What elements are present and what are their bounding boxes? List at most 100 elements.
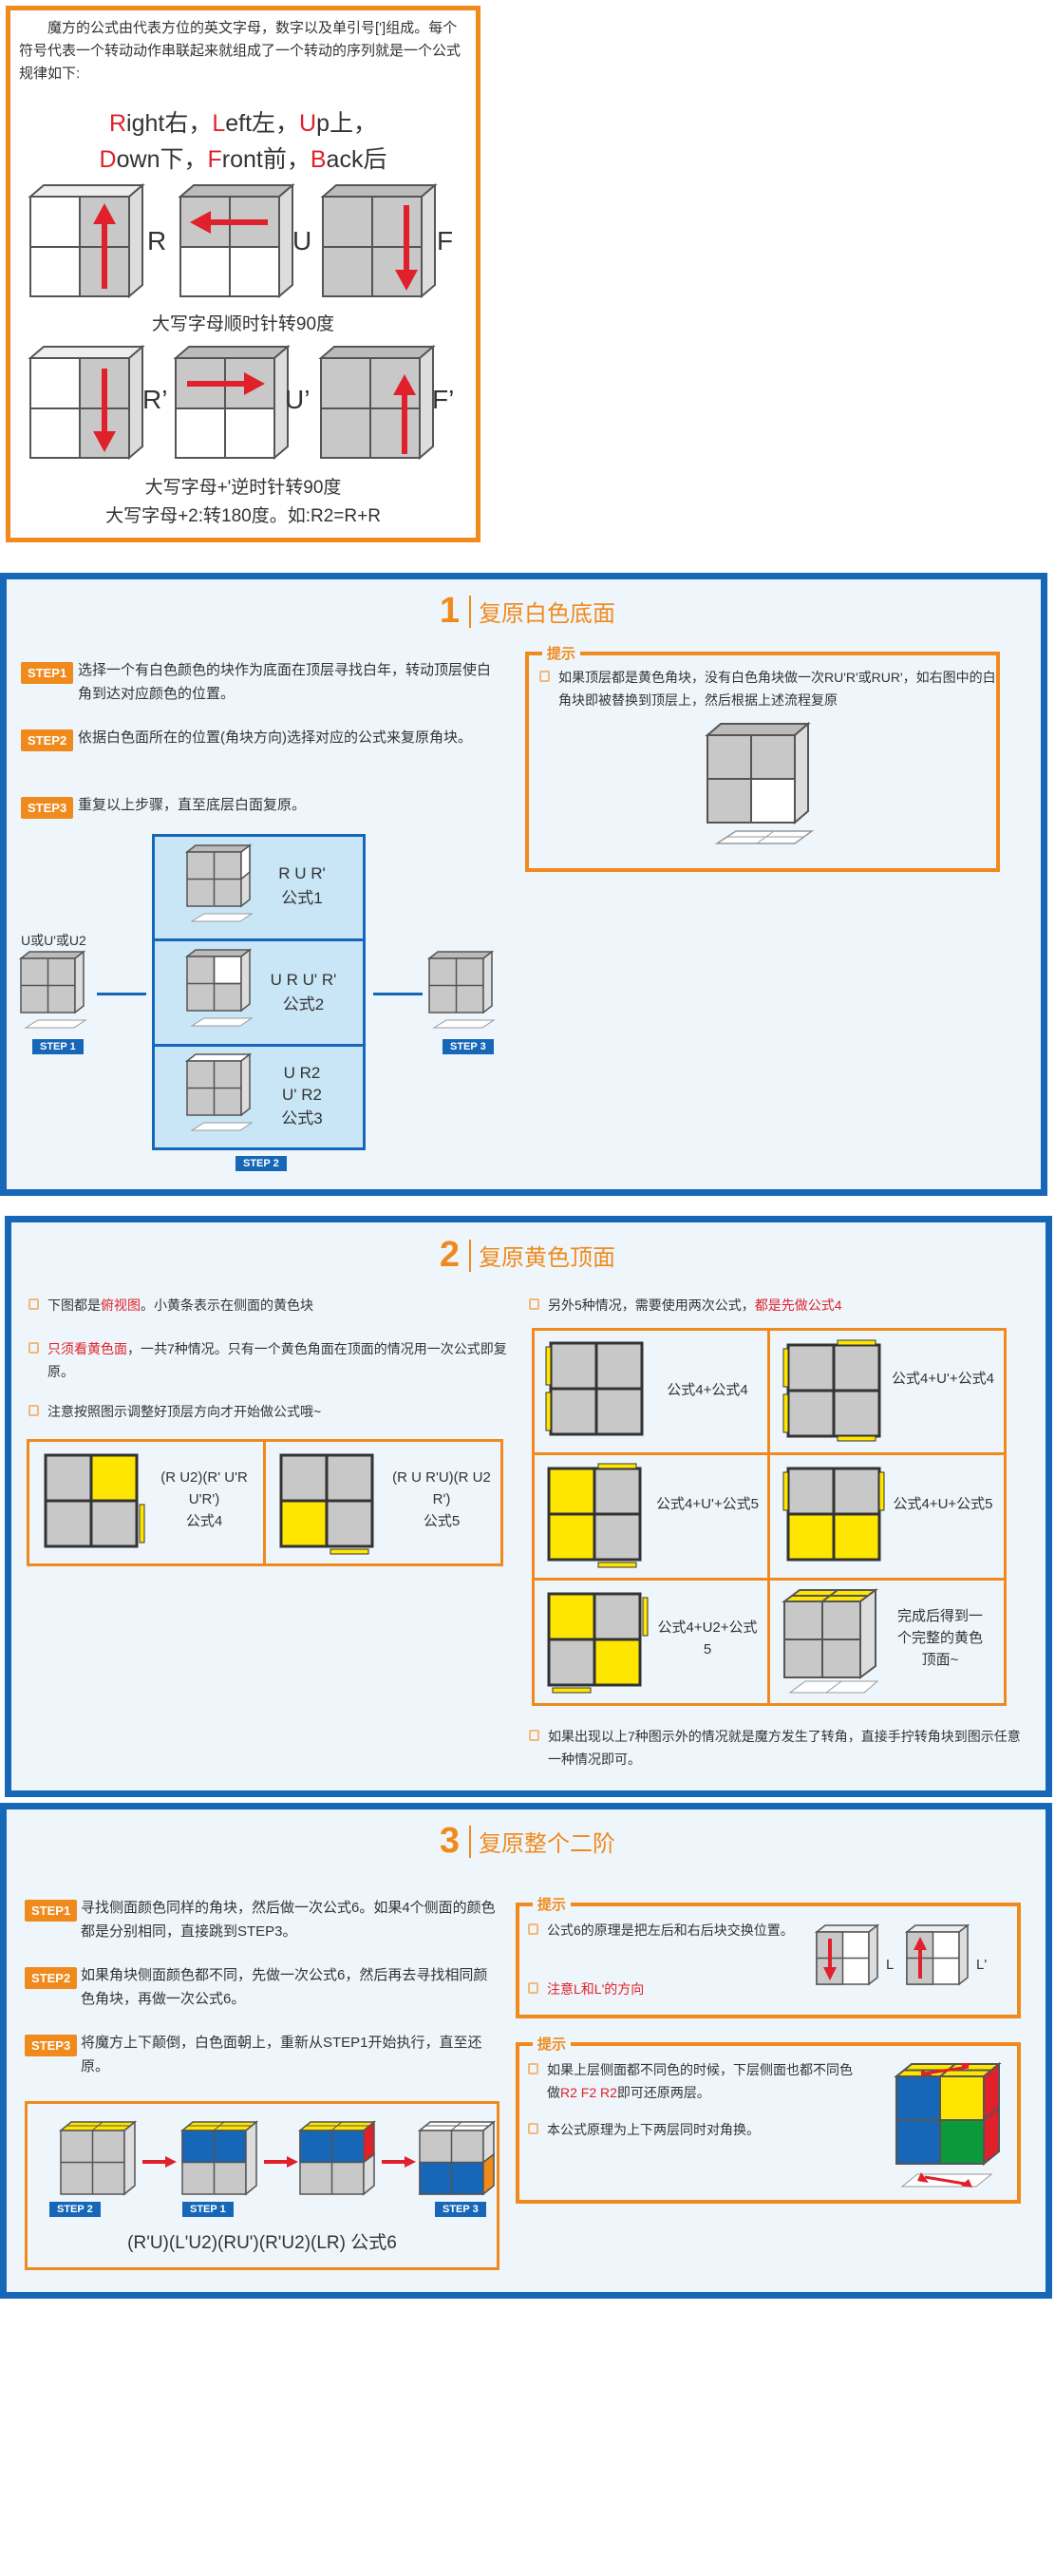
section2-left-case-divider xyxy=(263,1439,266,1566)
formula2-name: 公式2 xyxy=(282,995,325,1013)
sequence-cube-4 xyxy=(417,2120,497,2196)
case-4-u-5b-text: 公式4+U+公式5 xyxy=(893,1496,993,1512)
formula6-sequence-box xyxy=(25,2101,499,2270)
section3-tip1-note: 注意L和L'的方向 xyxy=(526,1978,813,2000)
section1-step2-text: 依据白色面所在的位置(角块方向)选择对应的公式来复原角块。 xyxy=(78,729,472,746)
sequence-tag-3: STEP 3 xyxy=(435,2202,486,2217)
cube-f-move xyxy=(320,182,438,299)
tip-label: 提示 xyxy=(533,1894,572,1914)
notation-line-1: Right右，Left左，Up上， xyxy=(108,110,378,137)
formula2-moves: U R U' R' xyxy=(270,971,337,989)
flow-left-caption: U或U'或U2 xyxy=(21,933,86,948)
cube-step1-icon xyxy=(18,950,87,1029)
label-u: U xyxy=(292,226,312,256)
sequence-cube-2 xyxy=(179,2120,259,2196)
top-view-case-4-u2-5 xyxy=(547,1592,649,1694)
top-view-case-4-u5b xyxy=(782,1467,885,1562)
cube-formula2-icon xyxy=(184,948,254,1027)
section2-footer-note: 如果出现以上7种图示外的情况就是魔方发生了转角，直接手拧转角块到图示任意一种情况… xyxy=(527,1725,1032,1771)
case-solved-text: 完成后得到一个完整的黄色顶面~ xyxy=(896,1608,983,1668)
section3-step3-text: 将魔方上下颠倒，白色面朝上，重新从STEP1开始执行，直至还原。 xyxy=(81,2035,482,2074)
right-grid-hdivider-2 xyxy=(532,1578,1007,1581)
cube-r-prime-move xyxy=(28,344,145,461)
section2-right-intro: 另外5种情况，需要使用两次公式，都是先做公式4 xyxy=(527,1294,1042,1316)
section3-tip2-box: 提示 xyxy=(516,2034,1021,2204)
label-u-prime: U’ xyxy=(285,385,311,414)
section-3-panel xyxy=(0,1803,1052,2299)
arrow-right-icon xyxy=(264,2156,298,2168)
sequence-cube-3 xyxy=(297,2120,377,2196)
flow-step1-tag: STEP 1 xyxy=(32,1039,84,1054)
formula3-moves: U R2 U' R2 xyxy=(282,1064,322,1104)
case-formula4-text: (R U2)(R' U'R U'R') 公式4 xyxy=(160,1469,248,1529)
cube-u-move xyxy=(178,182,295,299)
row1-caption: 大写字母顺时针转90度 xyxy=(151,314,335,334)
sequence-tag-2: STEP 1 xyxy=(182,2202,234,2217)
formula1-moves: R U R' xyxy=(278,864,326,882)
label-l: L xyxy=(886,1957,895,1973)
cube-l-prime-move-icon xyxy=(904,1923,970,1986)
case-4-u-4-text: 公式4+U'+公式4 xyxy=(892,1371,994,1387)
top-view-case-formula4 xyxy=(44,1453,145,1548)
cube-formula1-icon xyxy=(184,843,254,922)
cube-r-move xyxy=(28,182,145,299)
top-view-case-4-u-5 xyxy=(547,1463,642,1568)
cube-formula3-icon xyxy=(184,1052,254,1131)
sequence-tag-1: STEP 2 xyxy=(49,2202,101,2217)
section2-bullet-3: 注意按照图示调整好顶层方向才开始做公式哦~ xyxy=(27,1400,522,1423)
right-grid-hdivider-1 xyxy=(532,1452,1007,1455)
section3-step3-badge: STEP3 xyxy=(25,2035,78,2056)
label-r: R xyxy=(147,226,167,256)
colored-cube-diagonal-swap-icon xyxy=(894,2061,1002,2188)
arrow-right-icon xyxy=(382,2156,416,2168)
notation-intro-text: 魔方的公式由代表方位的英文字母，数字以及单引号[']组成。每个符号代表一个转动动… xyxy=(19,20,462,82)
label-f: F xyxy=(437,226,454,256)
top-view-case-4-4 xyxy=(545,1341,644,1436)
section2-bullet-2: 只须看黄色面，一共7种情况。只有一个黄色角面在顶面的情况用一次公式即复原。 xyxy=(27,1337,522,1383)
row2-caption-1: 大写字母+'逆时针转90度 xyxy=(144,478,342,498)
top-view-case-formula5 xyxy=(279,1453,374,1555)
section3-step1-badge: STEP1 xyxy=(25,1900,78,1922)
formula1-name: 公式1 xyxy=(281,889,323,907)
top-view-case-4-u-4 xyxy=(782,1339,881,1442)
section1-step3-badge: STEP3 xyxy=(21,797,74,819)
section1-tip-box: 提示 xyxy=(525,643,1000,872)
arrow-right-icon xyxy=(142,2156,177,2168)
section1-step1-text: 选择一个有白色颜色的块作为底面在顶层寻找白年，转动顶层使白角到达对应颜色的位置。 xyxy=(78,662,492,702)
flow-step3-tag: STEP 3 xyxy=(443,1039,494,1054)
case-4-u-5-text: 公式4+U'+公式5 xyxy=(656,1496,759,1512)
row2-caption-2: 大写字母+2:转180度。如:R2=R+R xyxy=(105,506,381,526)
solved-yellow-top-cube xyxy=(782,1588,879,1694)
right-grid-vdivider xyxy=(767,1328,770,1706)
section3-step2-badge: STEP2 xyxy=(25,1967,78,1989)
flow-connector-right xyxy=(373,993,423,995)
section3-tip1-text: 公式6的原理是把左后和右后块交换位置。 xyxy=(526,1919,813,1941)
label-f-prime: F’ xyxy=(432,385,455,414)
section1-step2-badge: STEP2 xyxy=(21,729,74,751)
section3-step1-text: 寻找侧面颜色同样的角块，然后做一次公式6。如果4个侧面的颜色都是分别相同，直接跳… xyxy=(81,1900,496,1940)
case-formula5-text: (R U R'U)(R U2 R') 公式5 xyxy=(392,1469,491,1529)
cube-u-prime-move xyxy=(173,344,291,461)
case-4-u2-5-text: 公式4+U2+公式5 xyxy=(657,1619,758,1657)
formula3-name: 公式3 xyxy=(281,1109,323,1127)
section1-tip-text: 如果顶层都是黄色角块，没有白色角块做一次RU'R'或RUR'，如右图中的白角块即… xyxy=(537,666,1005,711)
flow-step2-tag: STEP 2 xyxy=(235,1156,287,1171)
formula6-text: (R'U)(L'U2)(RU')(R'U2)(LR) 公式6 xyxy=(127,2233,397,2253)
section2-bullet-1: 下图都是俯视图。小黄条表示在侧面的黄色块 xyxy=(27,1294,522,1316)
cube-step3-icon xyxy=(426,950,496,1029)
section3-tip1-box: 提示 xyxy=(516,1894,1021,2018)
cube-f-prime-move xyxy=(318,344,436,461)
notation-line-2: Down下，Front前，Back后 xyxy=(99,146,387,173)
section1-step3-text: 重复以上步骤，直至底层白面复原。 xyxy=(78,797,307,813)
sequence-cube-1 xyxy=(58,2120,138,2196)
label-l-prime: L' xyxy=(976,1957,988,1973)
cube-white-corner-icon xyxy=(705,721,815,844)
flow-connector-left xyxy=(97,993,146,995)
section3-step2-text: 如果角块侧面颜色都不同，先做一次公式6，然后再去寻找相同颜色角块，再做一次公式6… xyxy=(81,1967,488,2007)
section3-tip2-text2: 本公式原理为上下两层同时对角换。 xyxy=(526,2118,860,2141)
tip-label: 提示 xyxy=(533,2034,572,2054)
tip-label: 提示 xyxy=(542,643,581,663)
